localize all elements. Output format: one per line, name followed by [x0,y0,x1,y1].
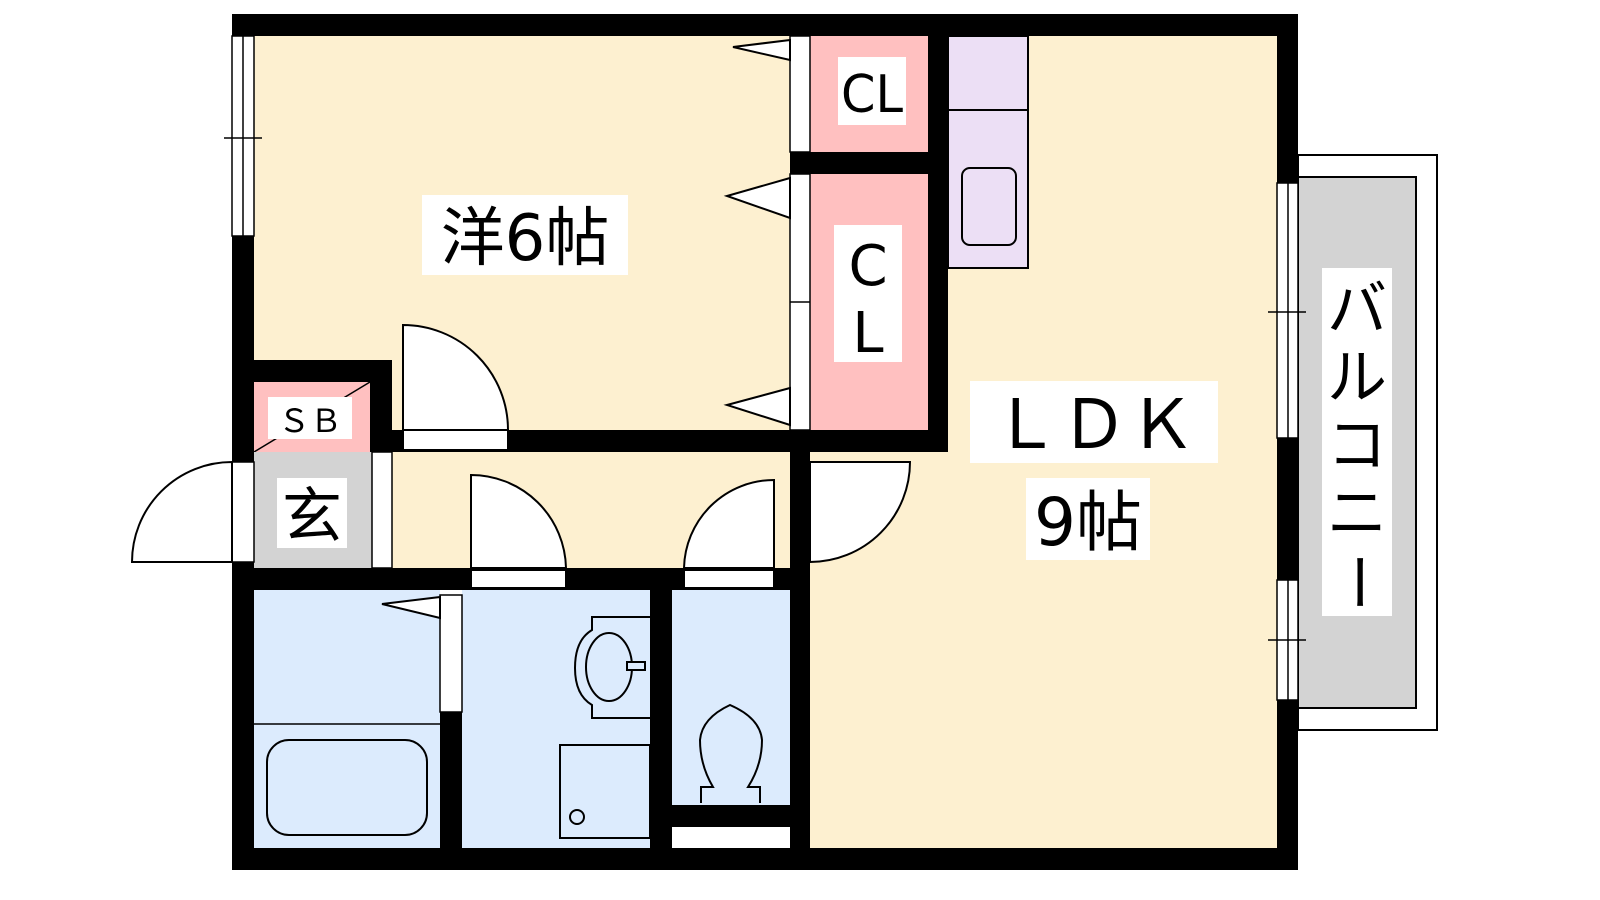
svg-text:バ: バ [1327,275,1387,345]
western-room-label: 洋6帖 [441,202,610,276]
svg-text:ー: ー [1322,552,1392,612]
toilet [698,703,764,803]
balcony [1297,154,1438,731]
bathtub [266,739,428,836]
doors [130,38,912,620]
ldk-label: ＬＤＫ [992,386,1196,465]
balcony-label: バ ル コ ニ ー [1322,275,1392,612]
svg-text:コ: コ [1327,411,1387,481]
washbasin [573,616,650,719]
closet-side-label-c: C [848,234,887,299]
svg-text:ル: ル [1327,343,1387,413]
kitchen-sink [961,167,1017,246]
closet-top-label: CL [841,65,903,125]
windows [224,35,1306,713]
ldk-size-label: 9帖 [1034,484,1142,561]
svg-text:ニ: ニ [1327,479,1387,549]
entrance-label: 玄 [282,482,342,552]
shoe-box-label: ＳＢ [278,402,342,440]
closet-side-label-l: L [852,301,883,366]
